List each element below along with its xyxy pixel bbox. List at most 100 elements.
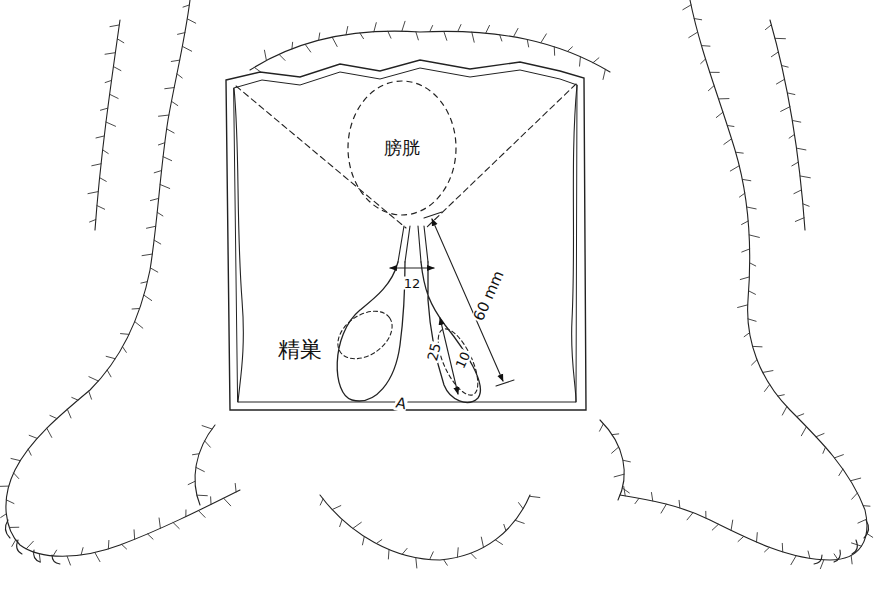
fur-stroke	[100, 178, 107, 182]
fur-stroke	[105, 53, 115, 55]
dimension-tick	[424, 212, 514, 386]
fur-stroke	[683, 5, 691, 10]
fur-stroke	[500, 35, 502, 41]
fur-stroke	[519, 503, 524, 509]
fur-stroke	[193, 453, 200, 455]
fur-stroke	[160, 184, 170, 188]
fur-stroke	[113, 67, 121, 71]
fur-stroke	[123, 347, 127, 353]
fur-stroke	[801, 427, 806, 436]
fur-stroke	[198, 511, 205, 518]
fur-stroke	[753, 346, 762, 347]
fur-stroke	[360, 33, 364, 39]
fur-stroke	[603, 69, 605, 79]
fur-stroke	[612, 433, 619, 435]
fur-stroke	[771, 52, 778, 57]
fur-stroke	[416, 32, 419, 40]
dimension-label: 10	[453, 349, 473, 371]
fur-stroke	[795, 218, 804, 222]
fur-stroke	[165, 88, 174, 89]
fur-stroke	[661, 504, 666, 513]
fur-stroke	[388, 31, 391, 38]
fur-stroke	[834, 455, 843, 458]
fur-stroke	[712, 524, 718, 530]
fur-stroke	[792, 162, 799, 166]
fur-stroke	[782, 66, 789, 68]
fur-stroke	[782, 543, 783, 552]
fur-stroke	[866, 533, 872, 537]
fur-stroke	[679, 500, 681, 508]
fur-stroke	[527, 39, 528, 46]
fur-stroke	[67, 409, 71, 418]
fur-stroke	[362, 536, 364, 544]
fur-stroke	[305, 44, 311, 52]
fur-stroke	[402, 548, 407, 554]
fur-stroke	[701, 59, 706, 64]
fur-stroke	[28, 449, 31, 455]
fur-stroke	[808, 551, 810, 558]
fur-stroke	[472, 32, 474, 42]
fur-stroke	[89, 377, 98, 381]
fur-stroke	[800, 176, 810, 178]
fur-stroke	[554, 47, 555, 56]
fur-stroke	[81, 548, 83, 555]
fur-stroke	[708, 86, 714, 91]
fur-stroke	[53, 550, 56, 556]
fur-stroke	[187, 19, 195, 23]
fur-stroke	[471, 553, 476, 558]
fur-stroke	[839, 469, 843, 475]
fur-stroke	[150, 198, 158, 200]
fur-stroke	[374, 23, 376, 32]
fur-stroke	[529, 496, 539, 497]
fur-stroke	[159, 115, 169, 116]
fur-stroke	[765, 547, 770, 552]
fur-stroke	[834, 554, 838, 560]
fur-stroke	[159, 518, 160, 528]
fur-stroke	[167, 129, 174, 133]
fur-stroke	[106, 122, 116, 126]
fur-stroke	[736, 152, 744, 154]
fur-stroke	[742, 221, 749, 225]
fur-stroke	[135, 322, 143, 329]
fur-stroke	[291, 42, 293, 49]
fur-stroke	[185, 510, 186, 517]
fur-stroke	[12, 540, 16, 547]
fur-stroke	[820, 560, 823, 569]
fur-stroke	[747, 207, 756, 209]
fur-stroke	[744, 333, 749, 337]
fur-stroke	[791, 556, 796, 565]
fur-stroke	[752, 360, 757, 365]
fur-stroke	[210, 497, 211, 505]
fur-stroke	[150, 268, 157, 272]
fur-stroke	[852, 493, 858, 499]
fur-stroke	[765, 25, 771, 30]
fur-stroke	[614, 474, 624, 477]
fur-stroke	[105, 80, 111, 82]
fur-stroke	[622, 488, 629, 493]
fur-stroke	[742, 249, 750, 252]
fur-stroke	[797, 414, 804, 417]
dimension-label: 25	[425, 341, 443, 364]
organ-label: 精巣	[277, 339, 323, 361]
fur-stroke	[173, 523, 179, 529]
fur-stroke	[50, 415, 57, 418]
fur-stroke	[749, 291, 756, 294]
fur-stroke	[781, 107, 790, 112]
fur-stroke	[727, 125, 734, 127]
fur-stroke	[763, 371, 773, 373]
fur-stroke	[694, 19, 702, 20]
fur-stroke	[481, 537, 483, 547]
fur-stroke	[148, 534, 154, 539]
fur-stroke	[171, 101, 177, 105]
dimension-line	[440, 318, 458, 394]
fur-stroke	[388, 550, 390, 559]
fur-stroke	[504, 524, 506, 530]
fur-stroke	[117, 39, 124, 43]
fur-stroke	[142, 254, 152, 256]
fur-stroke	[457, 548, 459, 557]
fur-stroke	[689, 32, 698, 38]
fur-stroke	[858, 519, 867, 523]
fur-stroke	[738, 305, 748, 308]
fur-stroke	[171, 60, 179, 61]
